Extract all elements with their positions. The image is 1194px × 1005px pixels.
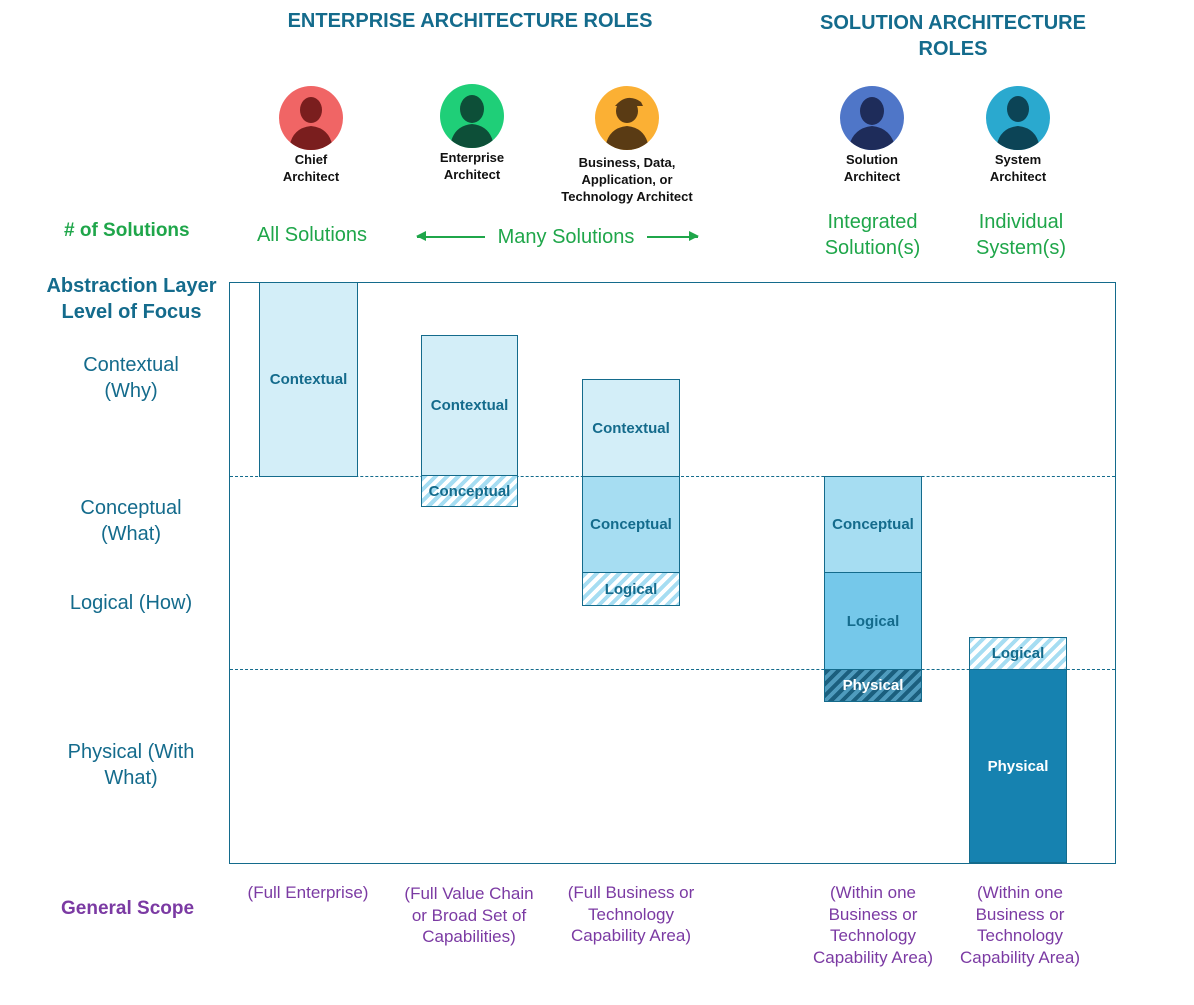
scope-domain: (Full Business or Technology Capability … <box>567 883 695 945</box>
avatar-enterprise-architect <box>440 84 504 148</box>
system-physical-block: Physical <box>969 669 1067 863</box>
avatar-chief-architect <box>279 86 343 150</box>
role-name-enterprise: Enterprise Architect <box>439 150 505 182</box>
avatar-domain-architect <box>595 86 659 150</box>
scope-chief: (Full Enterprise) <box>247 883 369 902</box>
avatar-system-architect <box>986 86 1050 150</box>
person-icon <box>279 86 343 150</box>
all-solutions-label: All Solutions <box>256 224 368 246</box>
system-logical-partial-block: Logical <box>969 637 1067 670</box>
solutions-row-label: # of Solutions <box>64 220 190 241</box>
person-icon <box>986 86 1050 150</box>
role-name-system: System Architect <box>989 152 1047 184</box>
layer-label-conceptual: Conceptual (What) <box>80 497 182 545</box>
enterprise-conceptual-partial-block: Conceptual <box>421 475 518 507</box>
domain-logical-partial-block: Logical <box>582 572 680 606</box>
layer-label-logical: Logical (How) <box>69 592 193 614</box>
scope-row-label: General Scope <box>61 898 195 919</box>
scope-system: (Within one Business or Technology Capab… <box>959 883 1080 967</box>
integrated-solutions-label: Integrated Solution(s) <box>824 211 921 259</box>
enterprise-contextual-block: Contextual <box>421 335 518 476</box>
scope-solution: (Within one Business or Technology Capab… <box>812 883 933 967</box>
layer-label-physical: Physical (With What) <box>67 741 195 789</box>
avatar-solution-architect <box>840 86 904 150</box>
scope-enterprise: (Full Value Chain or Broad Set of Capabi… <box>404 884 534 946</box>
person-icon <box>440 84 504 148</box>
role-name-chief: Chief Architect <box>282 152 340 184</box>
solution-logical-block: Logical <box>824 572 922 670</box>
chief-contextual-block: Contextual <box>259 282 358 477</box>
domain-conceptual-block: Conceptual <box>582 476 680 573</box>
arrow-left-icon <box>416 232 485 240</box>
solution-conceptual-block: Conceptual <box>824 476 922 573</box>
solution-roles-header: SOLUTION ARCHITECTURE ROLES <box>820 12 1086 60</box>
person-icon <box>595 86 659 150</box>
layer-frame <box>229 282 1116 864</box>
solution-physical-partial-block: Physical <box>824 669 922 702</box>
enterprise-roles-header: ENTERPRISE ARCHITECTURE ROLES <box>287 10 653 32</box>
arrow-right-icon <box>647 232 699 240</box>
role-name-solution: Solution Architect <box>843 152 901 184</box>
person-icon <box>840 86 904 150</box>
domain-contextual-block: Contextual <box>582 379 680 477</box>
abstraction-title: Abstraction Layer Level of Focus <box>46 275 217 323</box>
divider-logical-physical <box>230 669 1115 670</box>
individual-systems-label: Individual System(s) <box>976 211 1066 259</box>
role-name-domain: Business, Data, Application, or Technolo… <box>561 155 693 204</box>
many-solutions-label: Many Solutions <box>497 226 635 248</box>
layer-label-contextual: Contextual (Why) <box>83 354 179 402</box>
